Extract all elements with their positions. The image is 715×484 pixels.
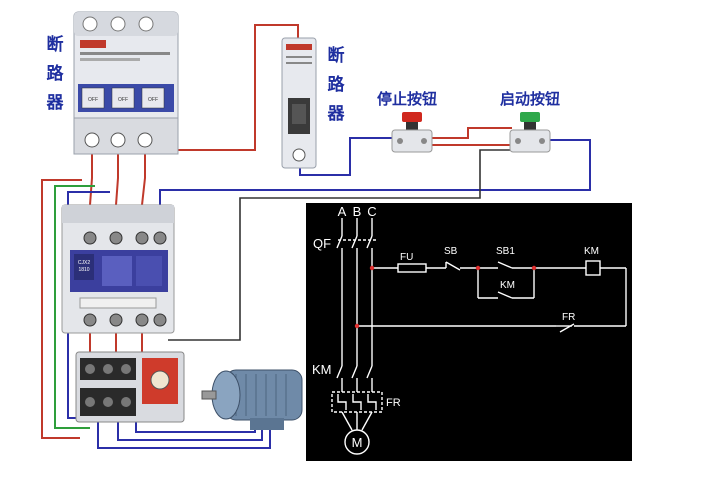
wire-main-l3: [141, 150, 146, 206]
wire-contactor-overload: [89, 330, 143, 355]
qf-label: QF: [313, 236, 331, 251]
schematic-lines: [331, 218, 627, 455]
wire-main-l1: [89, 150, 93, 206]
start-push-button: 启动按钮: [500, 90, 560, 153]
control-breaker-label: 断 路 器: [327, 45, 346, 124]
off-label-2: OFF: [118, 97, 128, 103]
motor-label: M: [352, 435, 363, 450]
km-main-label: KM: [312, 362, 332, 377]
wire-start-return: [159, 139, 591, 205]
main-circuit-breaker: OFF OFF OFF: [73, 11, 179, 155]
wire-aux-return: [168, 149, 510, 341]
wiring-layer: [41, 24, 591, 449]
wire-motor-2: [117, 418, 263, 441]
km-coil-label: KM: [584, 246, 599, 257]
main-breaker-label: 断 路 器: [46, 34, 65, 113]
fr-relay-label: FR: [386, 397, 401, 409]
thermal-overload-relay: [75, 351, 185, 423]
contactor-model: CJX2: [78, 260, 90, 266]
schematic-panel: A B C QF FU SB SB1 KM KM FR KM FR M: [306, 203, 632, 461]
stop-push-button: 停止按钮: [377, 90, 437, 153]
phase-a-label: A: [338, 204, 347, 219]
wire-stop-start: [432, 127, 512, 139]
phase-c-label: C: [367, 204, 376, 219]
phase-b-label: B: [353, 204, 362, 219]
ctrl-breaker-char-1: 断: [328, 45, 345, 66]
contactor-sub: 1810: [78, 267, 89, 273]
control-circuit-breaker: [281, 37, 317, 169]
wire-left-green: [54, 185, 95, 429]
sb1-label: SB1: [496, 246, 515, 257]
km-aux-label: KM: [500, 280, 515, 291]
three-phase-motor: [201, 369, 303, 430]
fu-label: FU: [400, 252, 413, 263]
stop-button-label: 停止按钮: [377, 90, 437, 108]
main-breaker-char-2: 路: [47, 63, 65, 84]
off-label-1: OFF: [88, 97, 98, 103]
wire-ctrl-feed: [165, 24, 299, 151]
sb-label: SB: [444, 246, 458, 257]
off-label-3: OFF: [148, 97, 158, 103]
wire-motor-1: [97, 418, 271, 449]
wire-ctrl-to-stop: [299, 137, 395, 176]
ctrl-breaker-char-2: 路: [328, 74, 346, 95]
main-breaker-char-1: 断: [47, 34, 64, 55]
wire-main-l2: [115, 150, 119, 206]
fr-contact-label: FR: [562, 312, 575, 323]
start-button-label: 启动按钮: [500, 90, 560, 108]
ac-contactor: CJX2 1810: [61, 204, 175, 334]
wire-left-red: [41, 179, 82, 439]
schematic-nodes: [354, 265, 537, 329]
main-breaker-char-3: 器: [46, 93, 65, 113]
ctrl-breaker-char-3: 器: [327, 104, 346, 124]
